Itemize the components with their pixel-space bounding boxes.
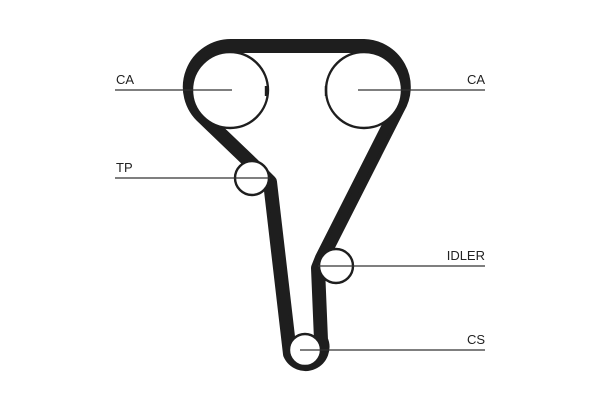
label-cs: CS — [467, 332, 485, 347]
label-ca-right: CA — [467, 72, 485, 87]
label-tp: TP — [116, 160, 133, 175]
label-idler: IDLER — [447, 248, 485, 263]
label-ca-left: CA — [116, 72, 134, 87]
